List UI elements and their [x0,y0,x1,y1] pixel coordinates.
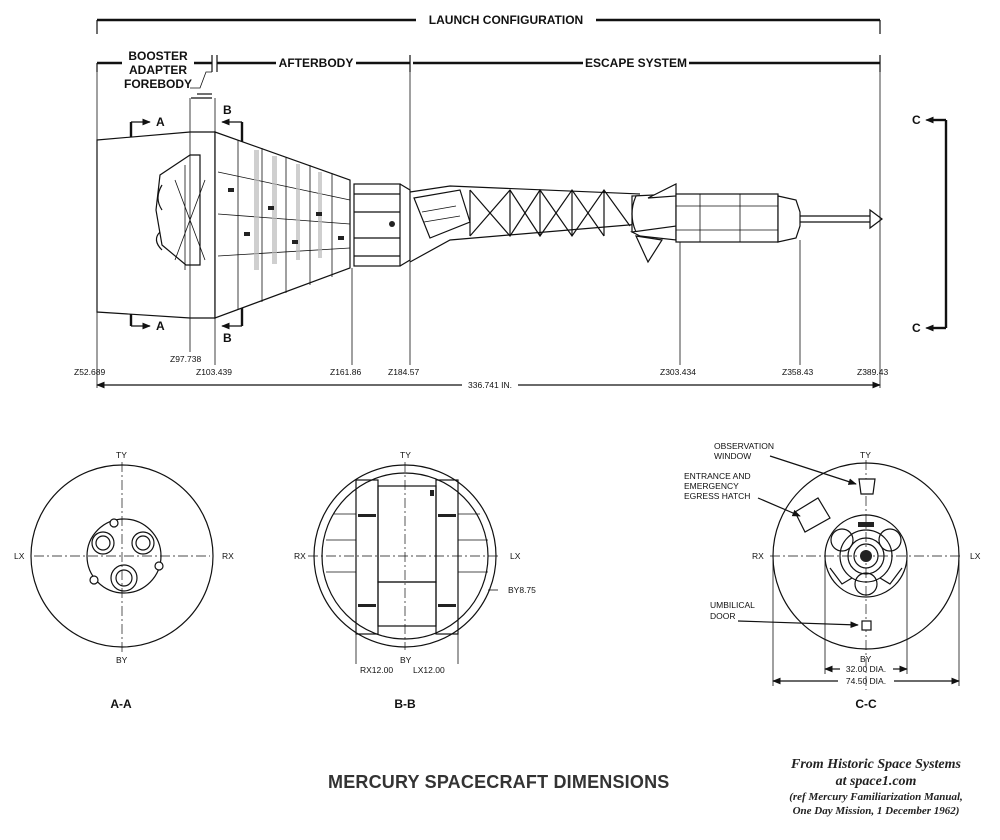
observation-label-1: OBSERVATION [714,441,774,451]
cc-rx-label: RX [752,551,764,561]
aa-by-label: BY [116,655,128,665]
section-cc: OBSERVATION WINDOW ENTRANCE AND EMERGENC… [684,441,981,711]
station-extension-lines [96,72,881,388]
launch-configuration-label: LAUNCH CONFIGURATION [429,13,583,27]
station-z52: Z52.689 [74,367,105,377]
cut-a-top-label: A [156,115,165,129]
section-aa-label: A-A [110,697,132,711]
hatch-label-1: ENTRANCE AND [684,471,751,481]
aa-rx-label: RX [222,551,234,561]
escape-tower-truss [409,185,641,263]
bb-rx-dim: RX12.00 [360,665,393,675]
station-z161: Z161.86 [330,367,361,377]
cut-c-top-label: C [912,113,921,127]
cc-lx-label: LX [970,551,981,561]
credit-line-4: One Day Mission, 1 December 1962) [792,805,960,817]
afterbody-label: AFTERBODY [279,56,354,70]
overall-length-dimension: 336.741 IN. [96,380,881,390]
station-z184: Z184.57 [388,367,419,377]
cc-by-label: BY [860,654,872,664]
bb-ty-label: TY [400,450,411,460]
cut-c-bottom-label: C [912,321,921,335]
cut-b-bottom-label: B [223,331,232,345]
bb-rx-label: RX [294,551,306,561]
side-view: LAUNCH CONFIGURATION AFTERBODY ESCAPE SY… [74,13,948,390]
station-z103: Z103.439 [196,367,232,377]
aa-lx-label: LX [14,551,25,561]
credit-line-2: at space1.com [835,774,917,789]
dia-32-label: 32.00 DIA. [846,664,886,674]
bb-by-dim: BY8.75 [508,585,536,595]
cut-b-top-label: B [223,103,232,117]
section-cut-c: C C [912,113,948,335]
overall-length-label: 336.741 IN. [468,380,512,390]
bb-by-label: BY [400,655,412,665]
escape-system-label: ESCAPE SYSTEM [585,56,687,70]
station-z97: Z97.738 [170,354,201,364]
subsystem-brackets: AFTERBODY ESCAPE SYSTEM BOOSTER ADAPTER … [96,49,881,99]
escape-rocket [629,183,883,264]
observation-label-2: WINDOW [714,451,751,461]
section-cc-label: C-C [855,697,877,711]
section-aa: TY BY LX RX A-A [14,450,234,711]
cc-ty-label: TY [860,450,871,460]
dia-74-label: 74.50 DIA. [846,676,886,686]
section-bb: TY BY RX LX RX12.00 LX12.00 BY8.75 B-B [294,450,536,711]
credit-line-3: (ref Mercury Familiarization Manual, [789,791,963,803]
bb-lx-dim: LX12.00 [413,665,445,675]
forebody-label: FOREBODY [124,77,192,91]
cut-a-bottom-label: A [156,319,165,333]
station-z303: Z303.434 [660,367,696,377]
launch-configuration-bracket: LAUNCH CONFIGURATION [96,13,881,34]
recovery-compartment [353,183,411,267]
bb-lx-label: LX [510,551,521,561]
umbilical-label-1: UMBILICAL [710,600,755,610]
aa-ty-label: TY [116,450,127,460]
hatch-label-3: EGRESS HATCH [684,491,750,501]
adapter-label: ADAPTER [129,63,187,77]
station-z358: Z358.43 [782,367,813,377]
section-bb-label: B-B [394,697,416,711]
station-labels: Z52.689 Z97.738 Z103.439 Z161.86 Z184.57… [74,354,888,377]
station-z389: Z389.43 [857,367,888,377]
credit-block: From Historic Space Systems at space1.co… [760,756,992,818]
afterbody-cone [214,131,351,319]
booster-label: BOOSTER [128,49,188,63]
hatch-label-2: EMERGENCY [684,481,739,491]
credit-line-1: From Historic Space Systems [791,757,961,772]
umbilical-label-2: DOOR [710,611,736,621]
drawing-title: MERCURY SPACECRAFT DIMENSIONS [328,772,670,792]
